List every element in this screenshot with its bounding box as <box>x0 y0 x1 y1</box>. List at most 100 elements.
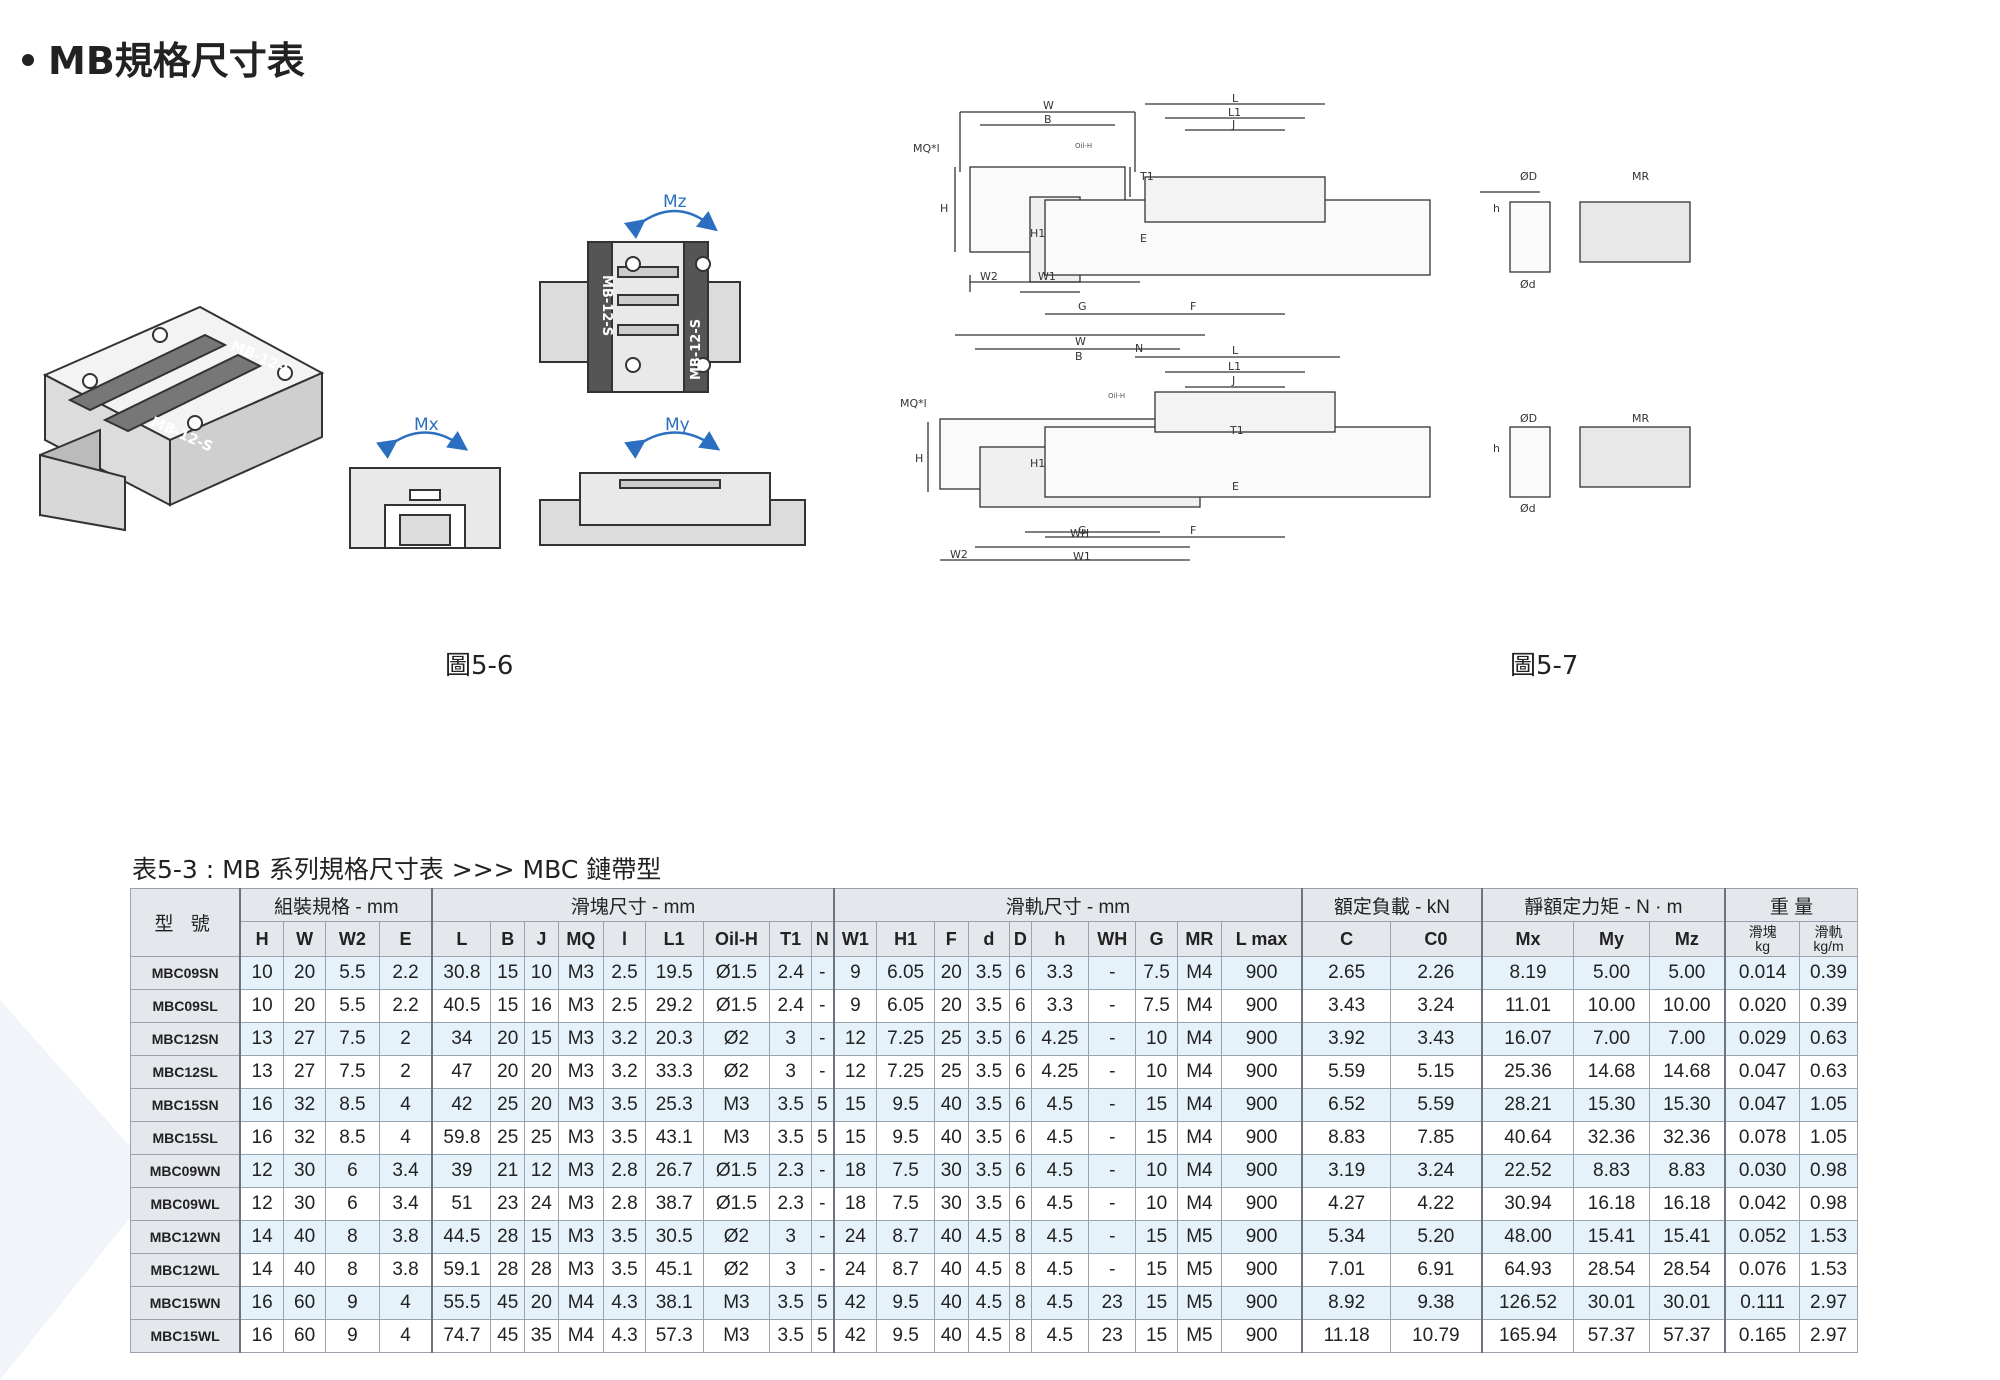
dim-H1-top: H1 <box>1030 227 1045 240</box>
table-cell: - <box>1088 1253 1137 1287</box>
table-cell: 40 <box>282 1253 327 1287</box>
table-cell: 3.5 <box>967 1088 1011 1122</box>
table-cell: 8 <box>1009 1319 1032 1353</box>
dim-WH-bottom: WH <box>1070 527 1089 540</box>
dim-MR-top: MR <box>1632 170 1649 183</box>
table-cell: 15.41 <box>1648 1220 1726 1254</box>
table-cell: 6 <box>325 1154 380 1188</box>
block-isometric <box>39 305 325 532</box>
table-cell: 2.5 <box>603 989 646 1023</box>
table-cell: 3.24 <box>1390 1154 1483 1188</box>
table-cell: 3.5 <box>967 956 1011 990</box>
model-cell: MBC12SN <box>130 1022 241 1056</box>
table-cell: M5 <box>1176 1319 1222 1353</box>
table-cell: - <box>810 989 835 1023</box>
table-cell: 14.68 <box>1573 1055 1650 1089</box>
table-cell: 30.94 <box>1480 1187 1575 1221</box>
dim-H1-bottom: H1 <box>1030 457 1045 470</box>
table-cell: - <box>810 1220 835 1254</box>
table-cell: 8.7 <box>876 1253 935 1287</box>
table-cell: 3.8 <box>378 1220 433 1254</box>
table-cell: 900 <box>1220 989 1303 1023</box>
dim-T1-top: T1 <box>1139 170 1154 183</box>
table-cell: 900 <box>1220 1286 1303 1320</box>
column-header: F <box>933 921 969 957</box>
table-cell: - <box>810 1253 835 1287</box>
dim-T1-bottom: T1 <box>1229 424 1244 437</box>
column-header: 滑塊 kg <box>1724 921 1801 957</box>
dim-J-top: J <box>1231 118 1235 131</box>
table-cell: 30 <box>933 1154 969 1188</box>
table-cell: 7.5 <box>325 1055 380 1089</box>
table-cell: 4.5 <box>1030 1286 1090 1320</box>
table-cell: 4.3 <box>603 1286 646 1320</box>
table-cell: 3.5 <box>967 1121 1011 1155</box>
column-header: 滑軌 kg/m <box>1799 921 1858 957</box>
table-cell: 35 <box>524 1319 559 1353</box>
group-header-moment: 靜額定力矩 - N · m <box>1480 888 1726 922</box>
table-cell: 6 <box>1009 1022 1032 1056</box>
column-header: H <box>239 921 284 957</box>
figure-5-6: MB-12-S MB-12-S MB-12-S MB-12-S Mz Mx My <box>39 192 806 549</box>
table-cell: 30 <box>282 1154 327 1188</box>
table-cell: 3 <box>769 1055 812 1089</box>
table-cell: 20 <box>524 1088 559 1122</box>
table-cell: 2.4 <box>769 956 812 990</box>
table-cell: 8.83 <box>1573 1154 1650 1188</box>
table-cell: 6.05 <box>876 956 935 990</box>
table-cell: 3.24 <box>1390 989 1483 1023</box>
table-cell: - <box>1088 1121 1137 1155</box>
table-cell: 15 <box>524 1220 559 1254</box>
block-top-mark-left: MB-12-S <box>599 275 614 336</box>
table-cell: 5.59 <box>1390 1088 1483 1122</box>
table-cell: 28.54 <box>1648 1253 1726 1287</box>
caption-fig-5-6: 圖5-6 <box>445 651 514 681</box>
table-cell: 3.4 <box>378 1154 433 1188</box>
table-cell: 15 <box>1135 1088 1178 1122</box>
mx-arrow-icon <box>376 431 469 459</box>
table-cell: 15 <box>832 1121 878 1155</box>
table-cell: 0.030 <box>1724 1154 1801 1188</box>
table-cell: 2.8 <box>603 1187 646 1221</box>
table-cell: 28 <box>490 1220 526 1254</box>
table-cell: 8 <box>1009 1220 1032 1254</box>
table-cell: 2 <box>378 1055 433 1089</box>
table-cell: 13 <box>239 1022 284 1056</box>
dim-N-bottom: N <box>1135 342 1143 355</box>
model-cell: MBC09SL <box>130 989 241 1023</box>
table-cell: 2.97 <box>1799 1286 1858 1320</box>
mz-arrow-icon <box>623 209 718 240</box>
column-header: C0 <box>1390 921 1483 957</box>
table-cell: - <box>810 1187 835 1221</box>
table-cell: 24 <box>832 1220 878 1254</box>
table-cell: - <box>810 956 835 990</box>
table-cell: M4 <box>1176 989 1222 1023</box>
table-cell: 38.1 <box>644 1286 704 1320</box>
column-header: L max <box>1220 921 1303 957</box>
motion-label-mz: Mz <box>663 192 687 212</box>
table-cell: 7.25 <box>876 1022 935 1056</box>
table-cell: 8.92 <box>1301 1286 1392 1320</box>
model-cell: MBC12WL <box>130 1253 241 1287</box>
table-cell: 30.01 <box>1648 1286 1726 1320</box>
table-cell: Ø1.5 <box>702 956 771 990</box>
table-cell: 10 <box>1135 1187 1178 1221</box>
table-cell: Ø1.5 <box>702 1187 771 1221</box>
table-cell: 0.052 <box>1724 1220 1801 1254</box>
table-cell: Ø2 <box>702 1220 771 1254</box>
dim-B-bottom: B <box>1075 350 1083 363</box>
table-cell: 6.52 <box>1301 1088 1392 1122</box>
table-cell: Ø1.5 <box>702 1154 771 1188</box>
table-cell: 7.25 <box>876 1055 935 1089</box>
table-cell: 5 <box>810 1121 835 1155</box>
table-cell: 5.20 <box>1390 1220 1483 1254</box>
table-cell: 126.52 <box>1480 1286 1575 1320</box>
column-header: C <box>1301 921 1392 957</box>
table-cell: 0.078 <box>1724 1121 1801 1155</box>
table-cell: M3 <box>702 1121 771 1155</box>
table-cell: 11.01 <box>1480 989 1575 1023</box>
dim-W2-bottom: W2 <box>950 548 968 561</box>
dim-h-top: h <box>1493 202 1500 215</box>
